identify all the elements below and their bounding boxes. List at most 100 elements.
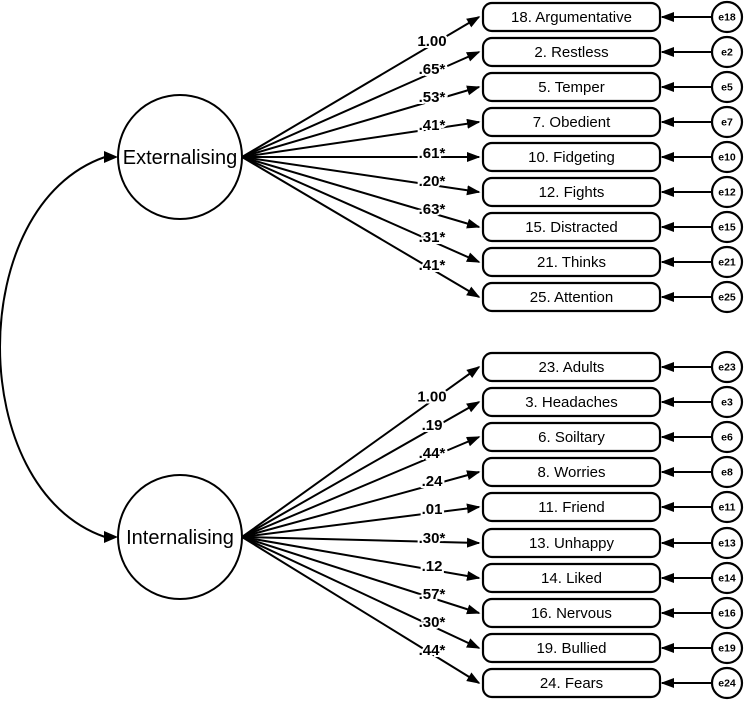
error-circle bbox=[710, 175, 744, 209]
loading-path bbox=[241, 436, 481, 538]
error-label: e7 bbox=[721, 117, 733, 129]
indicator-box bbox=[481, 211, 662, 243]
loading-coefficient: .41* bbox=[419, 117, 446, 134]
error-circle bbox=[710, 35, 744, 69]
indicator-box bbox=[481, 421, 662, 453]
indicator-box bbox=[481, 36, 662, 68]
loading-path bbox=[241, 85, 481, 158]
indicator-box bbox=[481, 246, 662, 278]
indicator-box bbox=[481, 1, 662, 33]
loading-path bbox=[241, 503, 481, 538]
loading-path bbox=[241, 156, 481, 298]
indicator-label: 24. Fears bbox=[540, 675, 603, 692]
indicator-label: 3. Headaches bbox=[525, 394, 618, 411]
error-label: e21 bbox=[718, 257, 736, 269]
indicator-box bbox=[481, 667, 662, 699]
loading-coefficient: .65* bbox=[419, 61, 446, 78]
indicator-box bbox=[481, 562, 662, 594]
error-circle bbox=[710, 245, 744, 279]
error-label: e23 bbox=[718, 362, 736, 374]
indicator-label: 25. Attention bbox=[530, 289, 613, 306]
covariance-arrowhead-top-icon bbox=[104, 151, 118, 163]
error-circle bbox=[710, 0, 744, 34]
loading-coefficient: .41* bbox=[419, 257, 446, 274]
indicator-box bbox=[481, 597, 662, 629]
loading-coefficient: .20* bbox=[419, 173, 446, 190]
indicator-box bbox=[481, 632, 662, 664]
error-circle bbox=[710, 70, 744, 104]
indicator-label: 12. Fights bbox=[539, 184, 605, 201]
indicator-box bbox=[481, 456, 662, 488]
loading-coefficient: .30* bbox=[419, 530, 446, 547]
indicator-box bbox=[481, 351, 662, 383]
error-circle bbox=[710, 596, 744, 630]
indicator-label: 15. Distracted bbox=[525, 219, 618, 236]
indicator-label: 21. Thinks bbox=[537, 254, 606, 271]
error-label: e16 bbox=[718, 608, 736, 620]
loading-coefficient: .53* bbox=[419, 89, 446, 106]
error-label: e18 bbox=[718, 12, 736, 24]
error-circle bbox=[710, 631, 744, 665]
error-circle bbox=[710, 385, 744, 419]
error-label: e24 bbox=[718, 678, 736, 690]
indicator-label: 11. Friend bbox=[538, 499, 604, 516]
error-label: e10 bbox=[718, 152, 736, 164]
loading-coefficient: .30* bbox=[419, 614, 446, 631]
indicator-box bbox=[481, 491, 662, 523]
loading-path bbox=[241, 156, 481, 229]
loading-path bbox=[241, 536, 481, 615]
loading-coefficient: .61* bbox=[419, 145, 446, 162]
loading-path bbox=[241, 536, 481, 649]
indicator-box bbox=[481, 106, 662, 138]
indicator-box bbox=[481, 281, 662, 313]
error-circle bbox=[710, 666, 744, 700]
error-label: e5 bbox=[721, 82, 733, 94]
error-label: e13 bbox=[718, 538, 736, 550]
loading-coefficient: .57* bbox=[419, 586, 446, 603]
indicator-label: 14. Liked bbox=[541, 570, 602, 587]
indicator-box bbox=[481, 141, 662, 173]
indicator-label: 13. Unhappy bbox=[529, 535, 615, 552]
indicator-label: 10. Fidgeting bbox=[528, 149, 615, 166]
loading-coefficient: .24 bbox=[422, 473, 444, 490]
indicator-label: 16. Nervous bbox=[531, 605, 612, 622]
error-label: e14 bbox=[718, 573, 736, 585]
loading-path bbox=[241, 16, 481, 158]
loading-coefficient: .63* bbox=[419, 201, 446, 218]
indicator-label: 6. Soiltary bbox=[538, 429, 605, 446]
indicator-label: 7. Obedient bbox=[533, 114, 611, 131]
error-label: e25 bbox=[718, 292, 736, 304]
error-label: e15 bbox=[718, 222, 736, 234]
factor-label-internalising: Internalising bbox=[126, 527, 234, 549]
error-label: e3 bbox=[721, 397, 733, 409]
error-circle bbox=[710, 561, 744, 595]
indicator-label: 2. Restless bbox=[534, 44, 608, 61]
indicator-label: 19. Bullied bbox=[536, 640, 606, 657]
error-circle bbox=[710, 140, 744, 174]
indicator-box bbox=[481, 527, 662, 559]
error-label: e11 bbox=[719, 502, 736, 514]
loading-coefficient: .44* bbox=[419, 445, 446, 462]
indicator-box bbox=[481, 71, 662, 103]
loading-coefficient: 1.00 bbox=[417, 33, 446, 50]
loading-path bbox=[241, 536, 481, 684]
error-label: e8 bbox=[721, 467, 733, 479]
loading-coefficient: .19 bbox=[422, 417, 443, 434]
loading-coefficient: .44* bbox=[419, 642, 446, 659]
error-circle bbox=[710, 210, 744, 244]
covariance-arc bbox=[0, 156, 106, 538]
error-circle bbox=[710, 350, 744, 384]
error-label: e19 bbox=[718, 643, 736, 655]
covariance-arrowhead-bottom-icon bbox=[104, 531, 118, 543]
factor-label-externalising: Externalising bbox=[123, 147, 238, 169]
error-circle bbox=[710, 490, 744, 524]
error-label: e2 bbox=[721, 47, 733, 59]
indicator-label: 8. Worries bbox=[537, 464, 605, 481]
error-circle bbox=[710, 280, 744, 314]
indicator-label: 23. Adults bbox=[539, 359, 605, 376]
loading-path bbox=[241, 536, 481, 548]
loading-coefficient: .31* bbox=[419, 229, 446, 246]
indicator-label: 5. Temper bbox=[538, 79, 604, 96]
